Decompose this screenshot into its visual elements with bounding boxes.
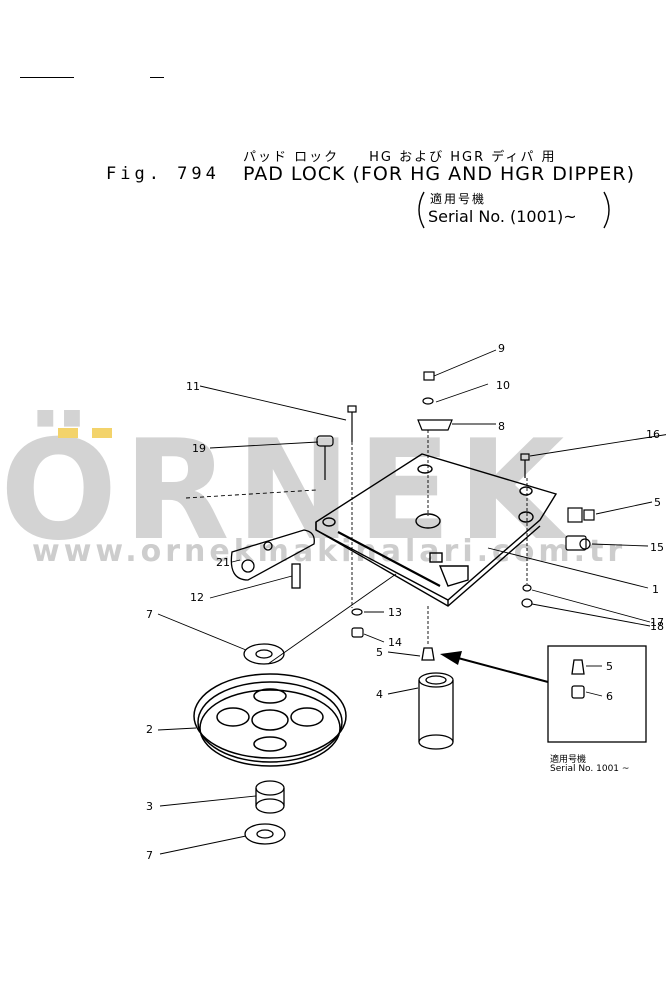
serial-number-range: Serial No. (1001)~ bbox=[428, 207, 577, 226]
lever-arm bbox=[230, 529, 315, 589]
callout-10: 10 bbox=[496, 379, 510, 392]
callout-9: 9 bbox=[498, 342, 505, 355]
applicable-models-label: 適用号機 bbox=[430, 192, 487, 206]
latch-assembly bbox=[565, 507, 595, 551]
bracket-right bbox=[603, 191, 610, 229]
callout-7-top: 7 bbox=[146, 608, 153, 621]
inset-detail-box bbox=[547, 645, 647, 743]
callout-21: 21 bbox=[216, 556, 230, 569]
watermark-accent-right bbox=[92, 428, 112, 438]
header-rule-right bbox=[150, 77, 164, 78]
callout-11: 11 bbox=[186, 380, 200, 393]
callout-7-bottom: 7 bbox=[146, 849, 153, 862]
callout-3: 3 bbox=[146, 800, 153, 813]
pulley bbox=[193, 673, 347, 767]
leader-lines bbox=[157, 349, 666, 855]
callout-14: 14 bbox=[388, 636, 402, 649]
callout-17: 17 bbox=[650, 616, 664, 629]
arrow-to-inset bbox=[440, 651, 549, 683]
figure-number: Fig. 794 bbox=[106, 164, 220, 184]
header-rule-left bbox=[20, 77, 74, 78]
callout-1: 1 bbox=[652, 583, 659, 596]
callout-12: 12 bbox=[190, 591, 204, 604]
callout-5-top: 5 bbox=[654, 496, 661, 509]
callout-19: 19 bbox=[192, 442, 206, 455]
bushing bbox=[244, 780, 286, 845]
nuts-washers bbox=[351, 584, 533, 638]
callout-15: 15 bbox=[650, 541, 664, 554]
callout-13: 13 bbox=[388, 606, 402, 619]
callout-5-main: 5 bbox=[376, 646, 383, 659]
callout-8: 8 bbox=[498, 420, 505, 433]
bracket-left bbox=[418, 191, 425, 229]
callout-2: 2 bbox=[146, 723, 153, 736]
page-title: PAD LOCK (FOR HG AND HGR DIPPER) bbox=[243, 163, 636, 185]
callout-6: 6 bbox=[606, 690, 613, 703]
inset-caption-jp: 適用号機 bbox=[550, 755, 587, 765]
callout-4: 4 bbox=[376, 688, 383, 701]
callout-5-inset: 5 bbox=[606, 660, 613, 673]
pad-plate bbox=[315, 453, 558, 607]
inset-caption-serial: Serial No. 1001 ~ bbox=[550, 764, 630, 774]
watermark-accent-left bbox=[58, 428, 78, 438]
callout-18: 18 bbox=[650, 620, 664, 633]
grease-fitting-and-sleeve bbox=[418, 647, 454, 750]
callout-16: 16 bbox=[646, 428, 660, 441]
japanese-title: パッド ロック HG および HGR ディパ 用 bbox=[243, 150, 557, 165]
washer-top bbox=[243, 643, 285, 665]
